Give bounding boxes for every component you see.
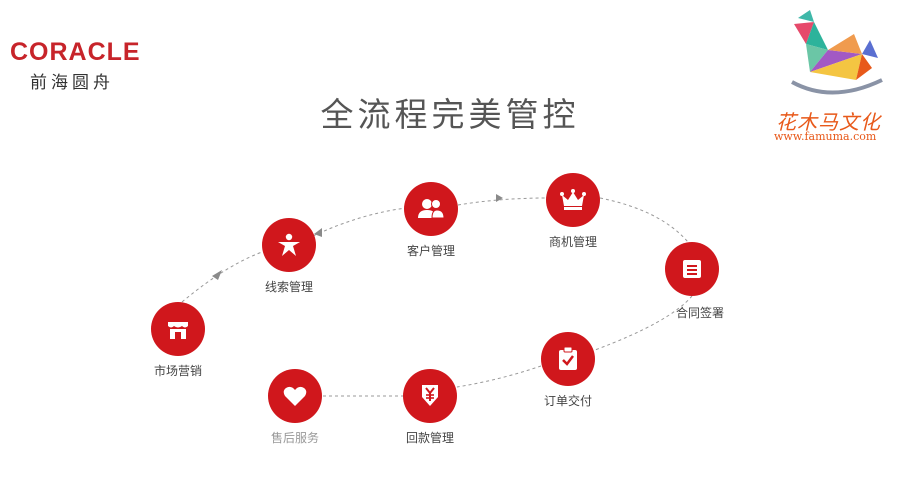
flow-node-opportunity[interactable]: 商机管理	[546, 173, 600, 249]
clipboard-check-icon	[559, 346, 577, 370]
flow-node-label: 订单交付	[543, 394, 592, 408]
connector-marketing-leads	[181, 249, 269, 303]
flow-node-label: 售后服务	[270, 431, 319, 445]
coracle-logo-subtitle: 前海圆舟	[30, 73, 114, 93]
page-title: 全流程完美管控	[320, 95, 580, 134]
flow-node-service[interactable]: 售后服务	[268, 369, 322, 445]
flow-node-contract[interactable]: 合同签署	[665, 242, 724, 320]
coracle-logo-text: CORACLE	[10, 38, 141, 66]
flow-node-label: 回款管理	[405, 431, 454, 445]
arrow-customer-opportunity	[496, 194, 503, 202]
famuma-url: www.famuma.com	[774, 130, 877, 143]
flow-node-customer[interactable]: 客户管理	[404, 182, 458, 258]
people-icon	[418, 199, 445, 219]
flow-node-label: 线索管理	[264, 280, 313, 294]
connector-customer-opportunity	[457, 197, 548, 206]
document-icon	[683, 260, 701, 278]
flow-node-label: 客户管理	[406, 244, 455, 258]
yen-download-icon	[422, 385, 438, 406]
flow-node-leads[interactable]: 线索管理	[262, 218, 316, 294]
flow-node-label: 合同签署	[675, 306, 724, 320]
connector-contract-order	[594, 295, 693, 351]
famuma-logo: 花木马文化 www.famuma.com	[770, 10, 900, 143]
connector-order-payment	[456, 365, 542, 388]
coracle-logo: CORACLE 前海圆舟	[10, 38, 141, 94]
connector-opportunity-contract	[599, 197, 689, 243]
flow-node-payment[interactable]: 回款管理	[403, 369, 457, 445]
person-star-icon	[278, 233, 300, 256]
famuma-name: 花木马文化	[776, 110, 881, 134]
connector-leads-customer	[312, 207, 407, 237]
flow-node-order[interactable]: 订单交付	[541, 332, 595, 408]
crown-icon	[560, 189, 586, 210]
flow-node-label: 市场营销	[153, 364, 202, 378]
flow-node-marketing[interactable]: 市场营销	[151, 302, 205, 378]
storefront-icon	[168, 322, 188, 339]
arrow-leads-customer	[314, 228, 322, 237]
rocking-horse-icon	[791, 10, 883, 95]
heart-icon	[283, 386, 307, 406]
flow-node-label: 商机管理	[548, 235, 597, 249]
arrow-marketing-leads	[212, 270, 222, 280]
